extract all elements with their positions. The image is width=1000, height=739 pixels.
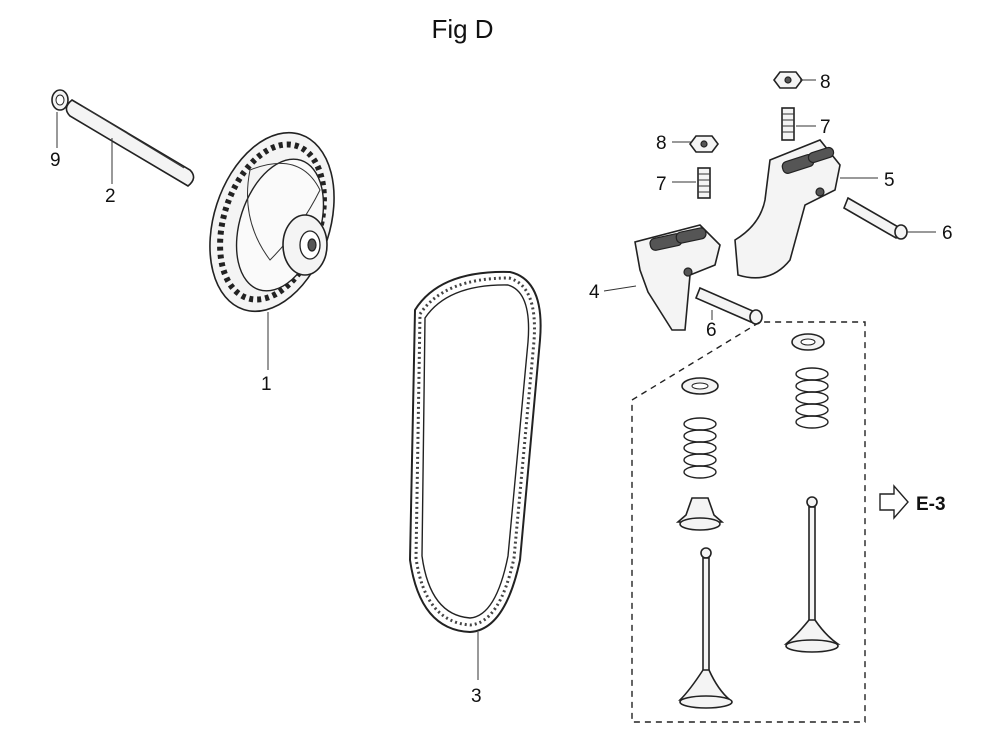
valve-assembly-left <box>675 377 733 709</box>
valve-assembly-right <box>783 333 841 653</box>
timing-belt-part-3 <box>408 270 542 634</box>
figure-title: Fig D <box>431 14 494 44</box>
callout-8-right: 8 <box>820 72 831 93</box>
callout-6-lower: 6 <box>706 320 717 341</box>
callout-7-right: 7 <box>820 117 831 138</box>
callout-7-left: 7 <box>656 174 667 195</box>
rocker-arm-part-5 <box>734 139 841 279</box>
callout-1: 1 <box>261 374 272 395</box>
callout-8-left: 8 <box>656 133 667 154</box>
callout-4: 4 <box>589 282 600 303</box>
callout-2: 2 <box>105 186 116 207</box>
rocker-arm-part-4 <box>634 224 721 331</box>
callout-6-upper: 6 <box>942 223 953 244</box>
cam-pulley-part-1 <box>209 131 335 313</box>
leader-lines <box>56 79 936 680</box>
adjust-screw-part-7-left <box>697 167 711 199</box>
rocker-pin-part-6-upper <box>842 196 908 240</box>
rocker-pin-part-6-lower <box>694 286 763 325</box>
callout-9: 9 <box>50 150 61 171</box>
adjust-screw-part-7-right <box>781 107 795 141</box>
valve-assembly-box <box>631 321 866 723</box>
callout-3: 3 <box>471 686 482 707</box>
washer-part-9 <box>51 89 69 111</box>
lock-nut-part-8-left <box>689 135 719 153</box>
lock-nut-part-8-right <box>773 71 803 89</box>
callout-5: 5 <box>884 170 895 191</box>
reference-label: E-3 <box>916 494 946 515</box>
arrow-right-icon <box>879 484 909 520</box>
camshaft-part-2 <box>65 99 195 187</box>
